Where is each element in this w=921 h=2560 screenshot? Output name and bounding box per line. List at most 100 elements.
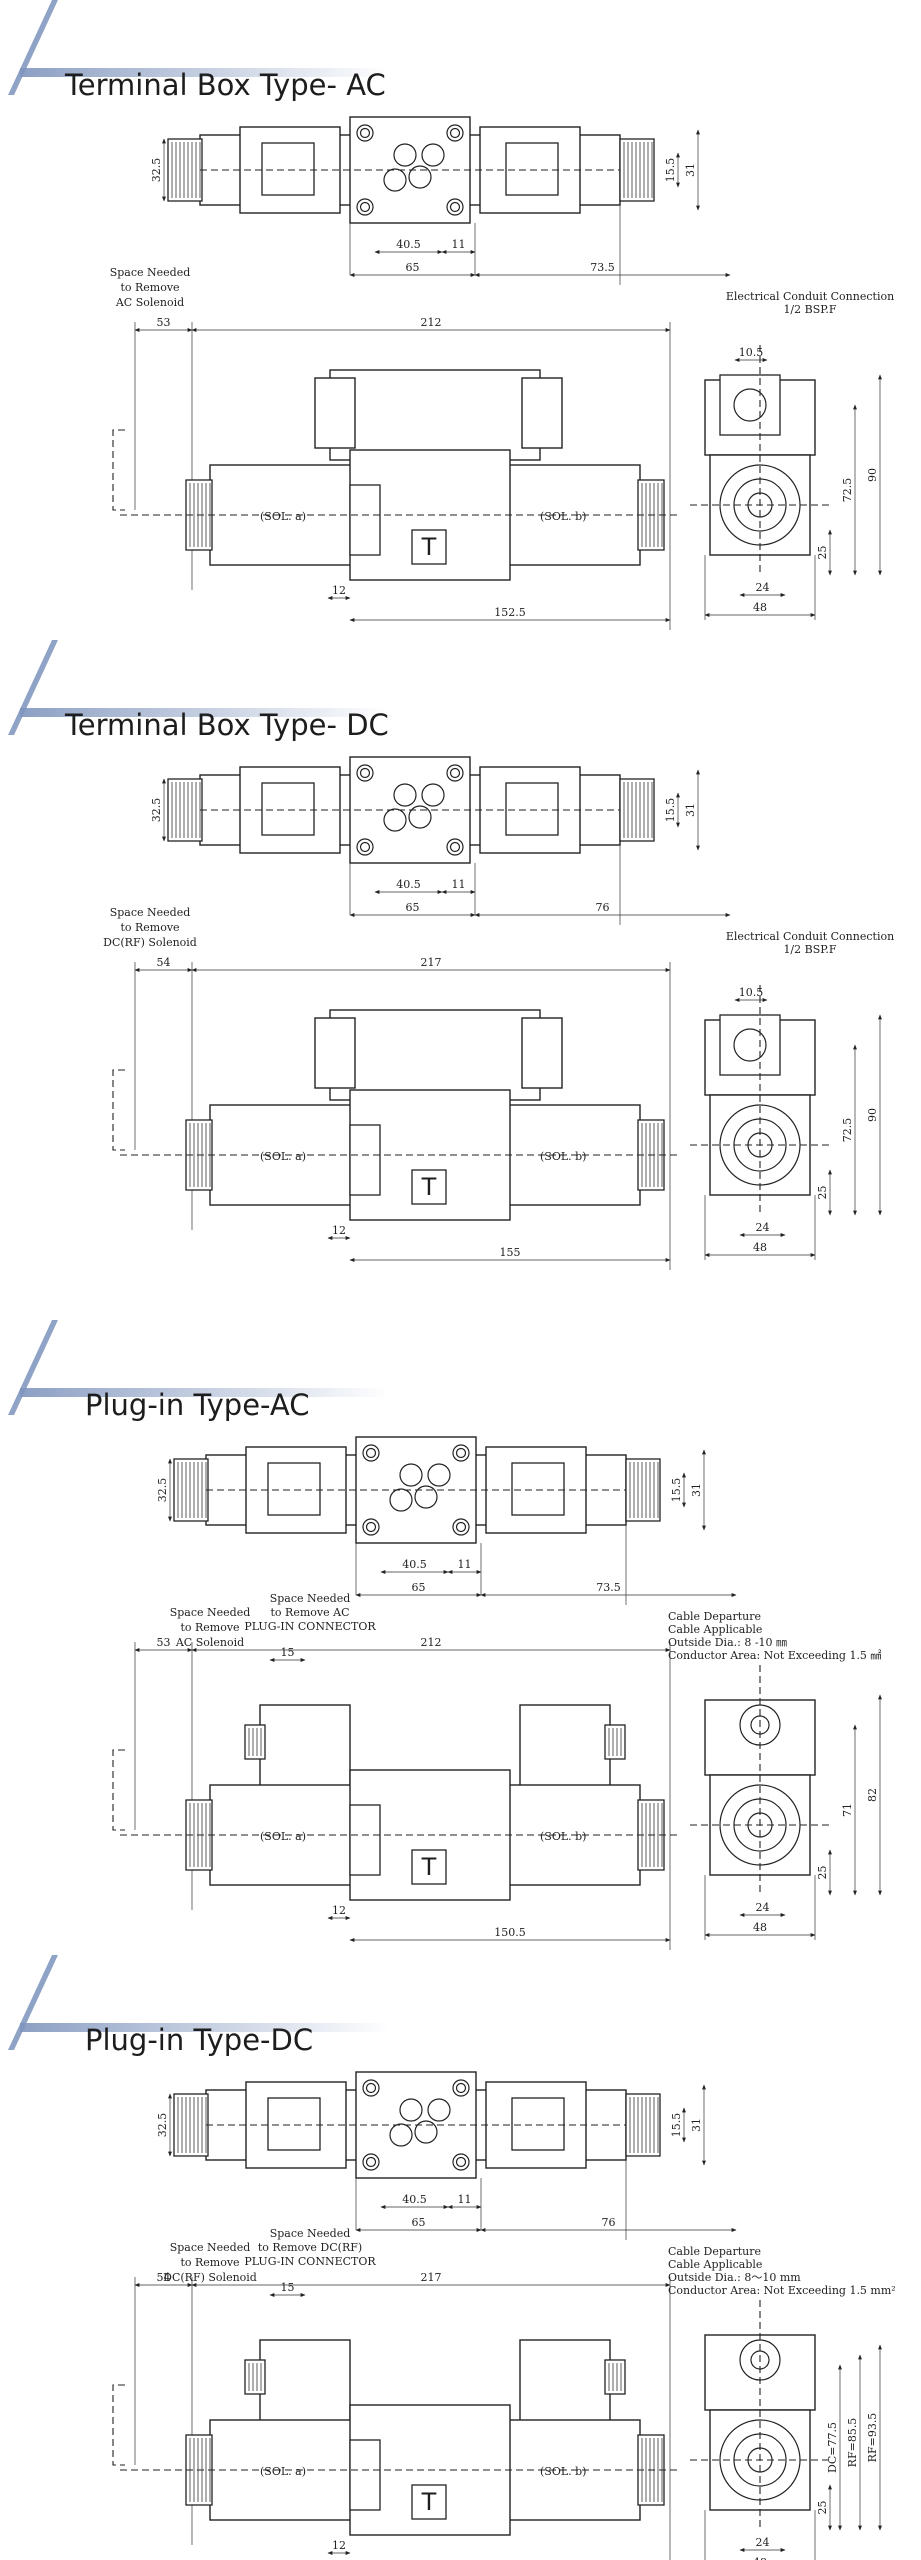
space-note-line: Space Needed	[170, 1606, 251, 1619]
connector-note-line: Space Needed	[270, 2227, 351, 2240]
terminal-a	[261, 782, 315, 836]
port-t-icon	[427, 1463, 451, 1487]
dim-offset: 11	[452, 878, 466, 891]
dim-h-mid: 71	[841, 1803, 854, 1817]
title-accent-stripe	[8, 1320, 58, 1415]
space-note-line: AC Solenoid	[115, 296, 184, 309]
dim-top: 10.5	[739, 346, 764, 359]
conduit-port-icon	[733, 1028, 767, 1062]
space-note-line: to Remove	[180, 1621, 239, 1634]
dim-vertical-2: RF=93.5	[866, 2413, 879, 2463]
dim-height: 32.5	[156, 1478, 169, 1503]
screw-outer	[356, 124, 374, 142]
screw-outer	[362, 1518, 380, 1536]
mounting-screw-icon	[356, 764, 374, 782]
screw-outer	[446, 198, 464, 216]
connector-note-line: Space Needed	[270, 1592, 351, 1605]
mounting-screw-icon	[362, 1518, 380, 1536]
nut-outline	[167, 138, 203, 202]
screw-outer	[446, 764, 464, 782]
dim-w-inner: 24	[756, 1901, 770, 1914]
terminal-a	[267, 1462, 321, 1516]
connector-a	[259, 2339, 351, 2431]
title-accent-band	[20, 2023, 390, 2032]
dim-h-low: 25	[816, 1866, 829, 1880]
dim-offset: 11	[452, 238, 466, 251]
dim-w-inner: 24	[756, 581, 770, 594]
end-note-line: 1/2 BSP.F	[783, 303, 836, 316]
dim-center-width: 65	[406, 261, 420, 274]
hex-nut	[349, 2439, 381, 2511]
screw-inner	[359, 767, 371, 779]
terminal-box	[329, 369, 541, 461]
end-note-line: Outside Dia.: 8 -10 ㎜	[668, 1636, 787, 1649]
dim-overall: 212	[421, 1636, 442, 1649]
connector-note-line: to Remove DC(RF)	[258, 2241, 362, 2254]
center-t-mark: T	[421, 2488, 437, 2516]
port-a-icon	[408, 805, 432, 829]
nut-outline	[604, 1724, 626, 1760]
dim-base-overall: 155	[500, 1246, 521, 1259]
dim-space: 53	[157, 316, 171, 329]
dim-right-ext: 76	[602, 2216, 616, 2229]
t-mark-box	[411, 1169, 447, 1205]
port-b-icon	[383, 808, 407, 832]
t-mark-box	[411, 2484, 447, 2520]
mounting-screw-icon	[356, 838, 374, 856]
nut-outline	[604, 2359, 626, 2395]
space-note-line: to Remove	[180, 2256, 239, 2269]
end-note-line: Cable Departure	[668, 1610, 761, 1623]
dim-right-h1: 31	[684, 803, 697, 817]
conduit-boss	[719, 1014, 781, 1076]
solenoid-clearance-outline	[112, 1749, 125, 1831]
screw-outer	[446, 838, 464, 856]
dim-port-pitch: 40.5	[396, 238, 421, 251]
screw-inner	[365, 1447, 377, 1459]
screw-inner	[455, 2082, 467, 2094]
knurled-nut	[173, 2093, 209, 2157]
screw-inner	[359, 201, 371, 213]
knurled-nut	[619, 778, 655, 842]
screw-outer	[452, 1518, 470, 1536]
connector-b	[519, 2339, 611, 2431]
sol-b-label: (SOL. b)	[540, 2465, 586, 2478]
nut-outline	[244, 2359, 266, 2395]
dim-w-total: 48	[753, 601, 767, 614]
nut-outline	[619, 138, 655, 202]
space-note-line: DC(RF) Solenoid	[103, 936, 197, 949]
dim-right-h2: 15.5	[670, 1478, 683, 1503]
sol-a-label: (SOL. a)	[260, 2465, 306, 2478]
screw-outer	[452, 2079, 470, 2097]
screw-outer	[362, 2153, 380, 2171]
dim-right-ext: 73.5	[590, 261, 615, 274]
dim-connector: 15	[281, 2281, 295, 2294]
mounting-screw-icon	[362, 1444, 380, 1462]
conduit-port-icon	[733, 388, 767, 422]
nut-outline	[173, 2093, 209, 2157]
port-b-icon	[389, 1488, 413, 1512]
mounting-screw-icon	[446, 764, 464, 782]
terminal-b	[505, 142, 559, 196]
terminal-box-left	[314, 1017, 356, 1089]
dim-h-mid: 72.5	[841, 1118, 854, 1143]
screw-outer	[362, 1444, 380, 1462]
screw-inner	[449, 767, 461, 779]
dim-right-h2: 15.5	[664, 798, 677, 823]
end-note-line: Cable Applicable	[668, 1623, 762, 1636]
nut-outline	[625, 1458, 661, 1522]
dim-base-small: 12	[332, 1224, 346, 1237]
port-a-icon	[414, 2120, 438, 2144]
mounting-screw-icon	[356, 124, 374, 142]
space-note-line: Space Needed	[110, 266, 191, 279]
knurled-nut	[167, 778, 203, 842]
dim-space: 54	[157, 956, 171, 969]
connector-note-line: to Remove AC	[271, 1606, 350, 1619]
connector-a	[259, 1704, 351, 1796]
dim-h-low: 25	[816, 1186, 829, 1200]
title-accent-band	[20, 68, 390, 77]
dim-offset: 11	[458, 1558, 472, 1571]
